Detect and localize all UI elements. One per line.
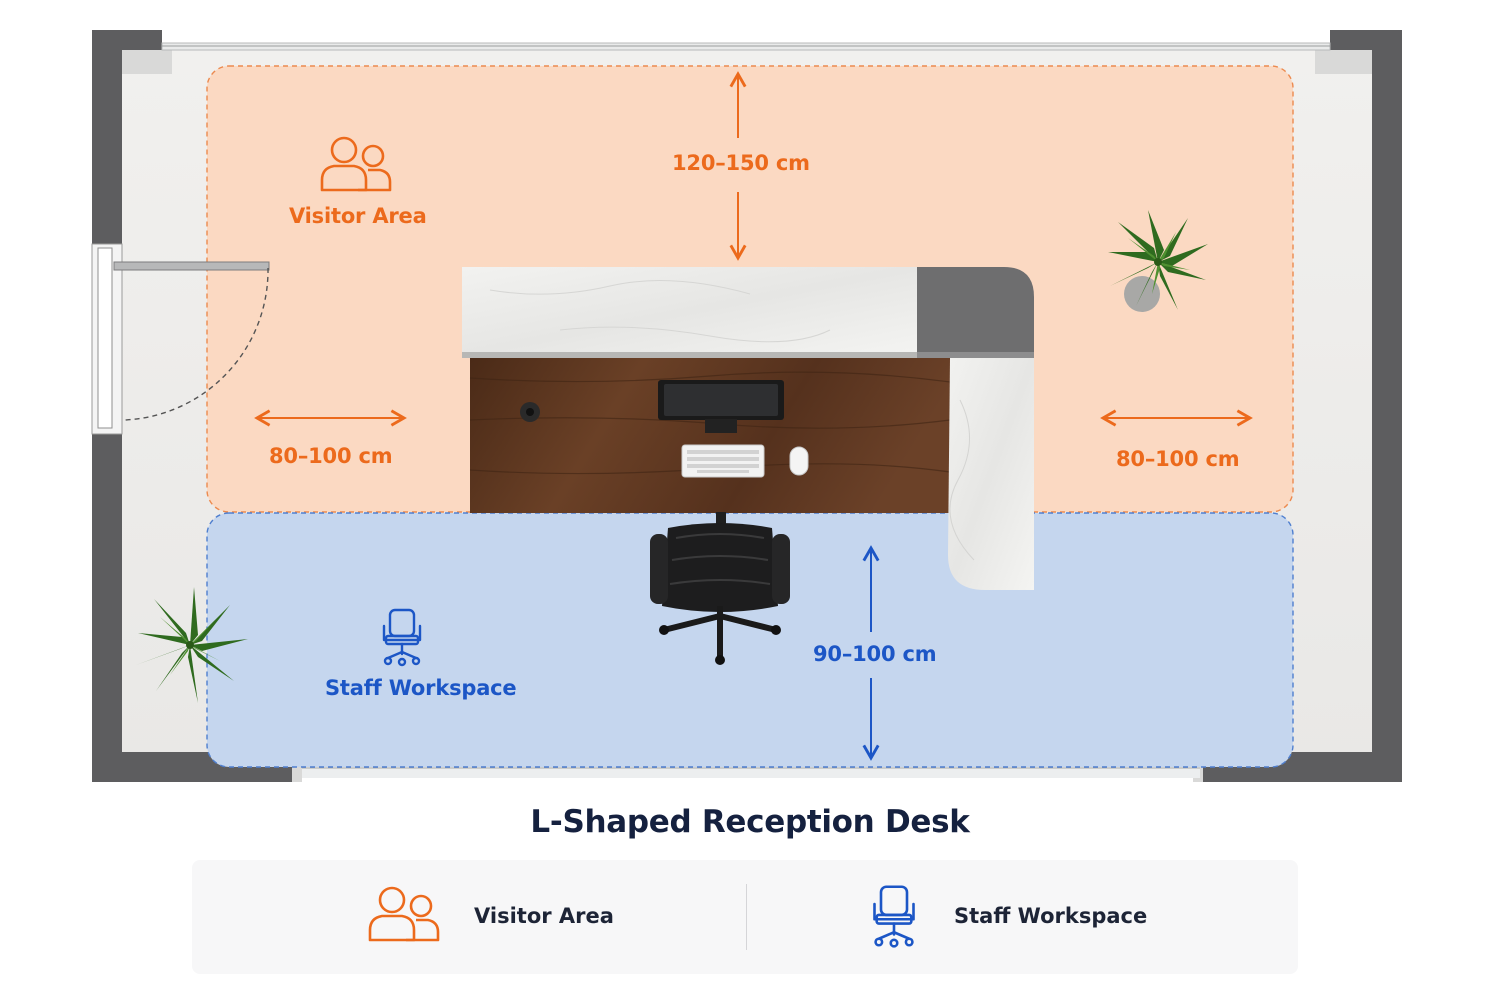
window-bottom [302, 766, 1200, 778]
mouse-icon [789, 446, 809, 476]
dimension-front-clearance-label: 120–150 cm [672, 151, 810, 175]
keyboard-icon [681, 444, 765, 478]
diagram-title: L-Shaped Reception Desk [530, 804, 970, 840]
window-top [161, 42, 1331, 51]
people-icon [320, 136, 392, 192]
visitor-area-label: Visitor Area [289, 204, 427, 228]
office-chair-icon [873, 885, 915, 948]
plant-icon [136, 587, 248, 703]
people-icon [368, 886, 440, 942]
monitor-icon [658, 380, 784, 433]
legend-staff-label: Staff Workspace [954, 904, 1148, 928]
staff-workspace-label: Staff Workspace [325, 676, 517, 700]
dimension-staff-depth-label: 90–100 cm [813, 642, 937, 666]
reception-desk [462, 267, 1034, 590]
dimension-right-label: 80–100 cm [1116, 447, 1240, 471]
entrance-door [91, 243, 270, 435]
legend: Visitor Area Staff Workspace [192, 860, 1298, 974]
office-chair [650, 512, 790, 665]
legend-visitor-label: Visitor Area [474, 904, 614, 928]
legend-divider [746, 884, 747, 950]
dimension-left-label: 80–100 cm [269, 444, 393, 468]
office-chair-icon [382, 608, 422, 667]
plant-icon [1108, 210, 1208, 312]
floor-plan [91, 30, 1402, 782]
